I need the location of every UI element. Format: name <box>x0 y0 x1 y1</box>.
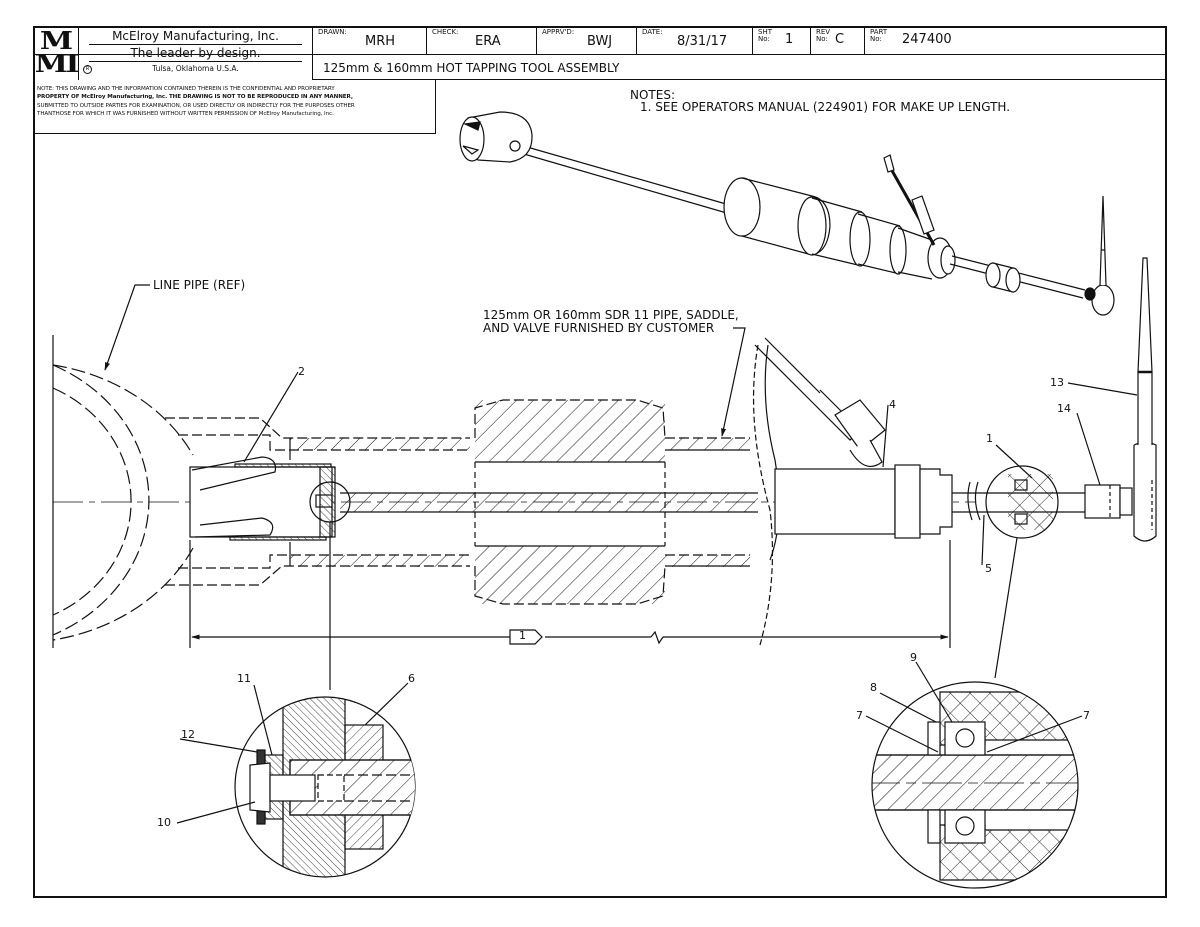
leader-6 <box>364 682 409 726</box>
item-balloon-12: 12 <box>181 728 195 741</box>
leader-7a <box>865 715 939 753</box>
company-slogan: The leader by design. <box>89 46 302 62</box>
item-balloon-4: 4 <box>889 398 896 411</box>
approved-value: BWJ <box>587 34 613 49</box>
iso-shaft-lower <box>516 151 738 217</box>
fitting-section <box>754 337 886 468</box>
leader-customer <box>721 327 746 437</box>
item-balloon-7-left: 7 <box>856 709 863 722</box>
detail-leader-right <box>994 537 1018 679</box>
approved-label: APPRV'D: <box>542 28 575 36</box>
iso-collar <box>985 262 1021 293</box>
revision-value: C <box>835 32 845 47</box>
t-handle <box>1133 257 1157 542</box>
notes-block: NOTES: 1. SEE OPERATORS MANUAL (224901) … <box>630 89 1010 113</box>
part-number: 247400 <box>902 32 952 47</box>
detail-view-left <box>176 682 416 878</box>
company-location: Tulsa, Oklahoma U.S.A. <box>152 64 239 73</box>
leader-10 <box>176 801 256 824</box>
item-balloon-7-right: 7 <box>1083 709 1090 722</box>
date-value: 8/31/17 <box>677 34 728 49</box>
item-balloon-5: 5 <box>985 562 992 575</box>
sheet-label-1: SHT <box>758 28 772 36</box>
cutter <box>189 456 351 541</box>
iso-fitting <box>883 154 936 246</box>
drawn-cell: DRAWN: MRH <box>313 26 427 55</box>
drawing-title: 125mm & 160mm HOT TAPPING TOOL ASSEMBLY <box>323 61 620 75</box>
detail-view-right <box>865 661 1083 889</box>
check-cell: CHECK: ERA <box>427 26 537 55</box>
sheet-cell: SHT No: 1 <box>753 26 811 55</box>
leader-2 <box>243 371 299 463</box>
approved-cell: APPRV'D: BWJ <box>537 26 637 55</box>
notice-line-2: PROPERTY OF McElroy Manufacturing, Inc. … <box>37 94 353 101</box>
part-label-2: No: <box>870 35 882 43</box>
part-cell: PART No: 247400 <box>865 26 1167 55</box>
isometric-view <box>459 111 1115 316</box>
company-block: McElroy Manufacturing, Inc. The leader b… <box>79 26 313 80</box>
proprietary-notice: NOTE: THIS DRAWING AND THE INFORMATION C… <box>33 80 436 134</box>
drawing-title-row: 125mm & 160mm HOT TAPPING TOOL ASSEMBLY <box>313 55 1167 80</box>
leader-line-pipe <box>104 284 150 371</box>
sheet-value: 1 <box>785 32 794 47</box>
leader-14 <box>1076 412 1101 486</box>
notes-heading: NOTES: <box>630 88 675 102</box>
registered-mark-icon: R <box>83 65 92 74</box>
leader-12 <box>179 738 258 753</box>
iso-body <box>723 177 956 280</box>
notice-line-1: NOTE: THIS DRAWING AND THE INFORMATION C… <box>37 86 335 92</box>
sheet-label-2: No: <box>758 35 770 43</box>
company-name: McElroy Manufacturing, Inc. <box>89 29 302 45</box>
revision-label-1: REV <box>816 28 831 36</box>
part-label-1: PART <box>870 28 888 36</box>
line-pipe-callout: LINE PIPE (REF) <box>153 278 246 292</box>
item-balloon-14: 14 <box>1057 402 1071 415</box>
revision-cell: REV No: C <box>811 26 865 55</box>
title-block-top-row <box>33 26 1167 55</box>
customer-callout-line-1: 125mm OR 160mm SDR 11 PIPE, SADDLE, <box>483 308 739 322</box>
item-balloon-6: 6 <box>408 672 415 685</box>
notice-line-3: SUBMITTED TO OUTSIDE PARTIES FOR EXAMINA… <box>37 102 355 109</box>
leader-9 <box>915 661 953 723</box>
leader-8 <box>879 692 937 723</box>
leader-11 <box>253 684 273 756</box>
iso-handle <box>1084 195 1115 316</box>
customer-callout-line-2: AND VALVE FURNISHED BY CUSTOMER <box>483 321 715 335</box>
drawn-label: DRAWN: <box>318 28 347 36</box>
iso-shaft-upper <box>519 144 741 209</box>
line-pipe-inner <box>52 387 132 616</box>
valve-body <box>474 399 666 605</box>
line-pipe-outer <box>52 364 150 636</box>
item-balloon-11: 11 <box>237 672 251 685</box>
drawn-value: MRH <box>365 34 396 49</box>
drawing-border <box>33 26 1167 898</box>
item-balloon-13: 13 <box>1050 376 1064 389</box>
date-cell: DATE: 8/31/17 <box>637 26 753 55</box>
check-value: ERA <box>475 34 501 49</box>
dimension-note-flag-label: 1 <box>519 629 526 642</box>
revision-label-2: No: <box>816 35 828 43</box>
logo-line-1: M <box>40 26 73 56</box>
check-label: CHECK: <box>432 28 459 36</box>
iso-cutter <box>459 111 533 163</box>
leader-7b <box>986 715 1083 753</box>
section-view <box>52 257 1157 690</box>
logo-line-2: MI <box>34 49 79 78</box>
note-flag <box>509 629 543 645</box>
drive-unit <box>774 464 953 539</box>
leader-1 <box>995 444 1033 479</box>
item-balloon-2: 2 <box>298 365 305 378</box>
notice-line-4: THANTHOSE FOR WHICH IT WAS FURNISHED WIT… <box>37 110 334 117</box>
item-balloon-10: 10 <box>157 816 171 829</box>
note-item: 1. SEE OPERATORS MANUAL (224901) FOR MAK… <box>640 100 1011 114</box>
item-balloon-8: 8 <box>870 681 877 694</box>
item-balloon-9: 9 <box>910 651 917 664</box>
date-label: DATE: <box>642 28 663 36</box>
item-balloon-1: 1 <box>986 432 993 445</box>
mmi-logo: M MI <box>33 26 79 80</box>
leader-5 <box>981 514 985 566</box>
leader-4 <box>882 404 889 468</box>
leader-13 <box>1067 382 1138 396</box>
